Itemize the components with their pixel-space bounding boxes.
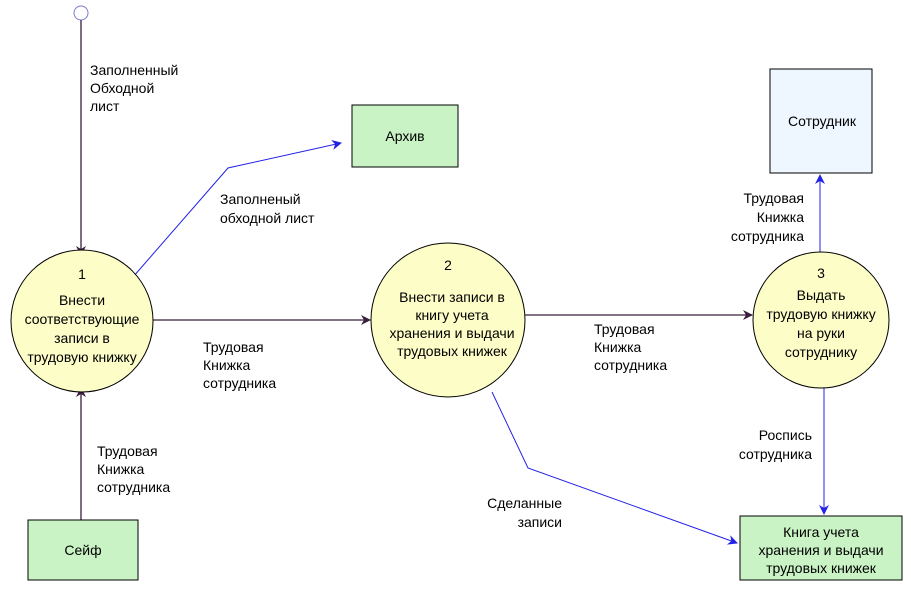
entity-employee[interactable]: Сотрудник — [769, 68, 873, 174]
process-2-label-line-3: хранения и выдачи — [389, 325, 514, 341]
process-2-label-line-4: трудовых книжек — [397, 343, 508, 359]
flow-label-line: Книжка — [757, 209, 805, 225]
process-3-label-line-4: сотруднику — [785, 344, 857, 360]
flow-label-process-3-to-book: Роспись сотрудника — [739, 427, 812, 462]
start-terminator — [73, 5, 89, 21]
store-safe-label: Сейф — [64, 542, 101, 558]
entity-employee-label: Сотрудник — [788, 113, 857, 129]
flow-label-line: лист — [90, 98, 120, 114]
process-3-label-line-2: трудовую книжку — [766, 306, 875, 322]
process-3-number: 3 — [817, 265, 825, 281]
store-book[interactable]: Книга учета хранения и выдачи трудовых к… — [739, 515, 903, 581]
flow-label-line: Обходной — [90, 80, 154, 96]
process-1-label-line-1: Внести — [59, 292, 105, 308]
flow-label-line: сотрудника — [739, 446, 812, 462]
flow-process-2-to-book — [491, 391, 738, 545]
store-archive-label: Архив — [385, 128, 424, 144]
flow-label-process-1-to-archive: Заполненый обходной лист — [220, 191, 315, 226]
flow-label-safe-to-process-1: Трудовая Книжка сотрудника — [97, 443, 170, 495]
flow-label-line: Заполненный — [90, 62, 178, 78]
flow-label-line: Заполненый — [220, 191, 301, 207]
process-1[interactable]: 1 Внести соответствующие записи в трудов… — [10, 249, 154, 393]
process-1-label-line-4: трудовую книжку — [27, 349, 136, 365]
flow-label-line: сотрудника — [203, 375, 276, 391]
process-1-label-line-2: соответствующие — [25, 311, 140, 327]
flow-label-line: Книжка — [594, 339, 642, 355]
flow-label-line: сотрудника — [731, 228, 804, 244]
flow-label-line: обходной лист — [220, 210, 315, 226]
process-3-label-line-3: на руки — [797, 325, 845, 341]
store-book-label-line-2: хранения и выдачи — [758, 542, 883, 558]
flow-label-line: Книжка — [203, 357, 251, 373]
flow-label-line: Трудовая — [97, 443, 158, 459]
flow-process-1-to-archive — [132, 140, 342, 278]
flow-label-line: Сделанные — [487, 495, 562, 511]
flow-label-line: сотрудника — [97, 479, 170, 495]
store-book-label-line-1: Книга учета — [783, 524, 859, 540]
flow-label-line: Роспись — [759, 427, 812, 443]
process-1-number: 1 — [78, 266, 86, 282]
process-2-label-line-2: книгу учета — [415, 307, 489, 323]
flow-label-line: записи — [518, 514, 562, 530]
process-2-number: 2 — [444, 257, 452, 273]
process-2-label-line-1: Внести записи в — [399, 289, 505, 305]
process-1-label-line-3: записи в — [54, 330, 110, 346]
store-archive[interactable]: Архив — [351, 104, 459, 168]
flow-label-line: Книжка — [97, 461, 145, 477]
process-3[interactable]: 3 Выдать трудовую книжку на руки сотрудн… — [752, 251, 890, 389]
flow-label-process-1-to-process-2: Трудовая Книжка сотрудника — [203, 339, 276, 391]
flow-label-process-3-to-employee: Трудовая Книжка сотрудника — [731, 190, 804, 244]
flow-label-process-2-to-process-3: Трудовая Книжка сотрудника — [594, 321, 667, 373]
flow-label-line: сотрудника — [594, 357, 667, 373]
flow-label-line: Трудовая — [203, 339, 264, 355]
flow-label-line: Трудовая — [743, 190, 804, 206]
store-book-label-line-3: трудовых книжек — [766, 560, 877, 576]
flow-label-line: Трудовая — [594, 321, 655, 337]
process-2[interactable]: 2 Внести записи в книгу учета хранения и… — [370, 242, 526, 398]
store-safe[interactable]: Сейф — [27, 519, 139, 581]
flow-label-start-to-process-1: Заполненный Обходной лист — [90, 62, 178, 114]
flow-label-process-2-to-book: Сделанные записи — [487, 495, 562, 530]
process-3-label-line-1: Выдать — [797, 287, 846, 303]
